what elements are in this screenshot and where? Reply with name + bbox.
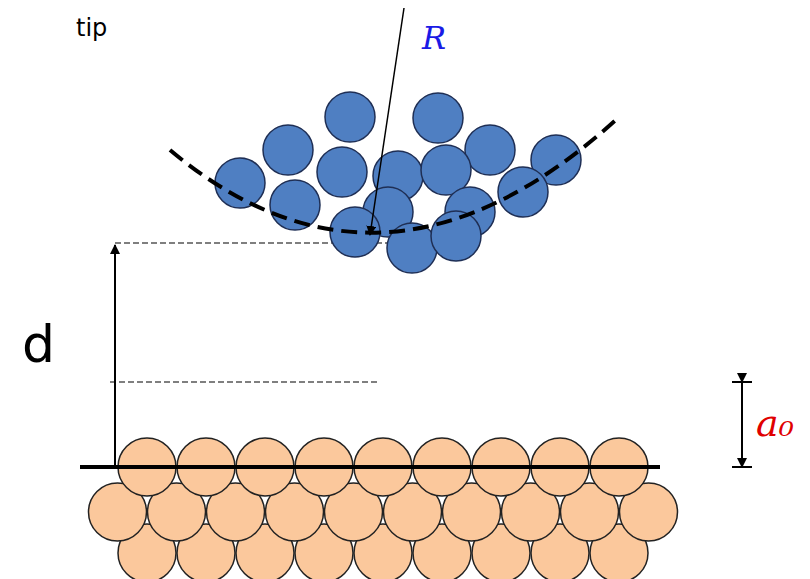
distance-arrow xyxy=(741,382,743,467)
atom xyxy=(431,211,481,261)
atom xyxy=(498,167,548,217)
lattice-label: a₀ xyxy=(756,404,794,442)
tip-curvature xyxy=(170,118,618,233)
atom xyxy=(325,92,375,142)
tick xyxy=(732,466,752,468)
radius-arrow xyxy=(370,8,404,235)
radius-label: R xyxy=(422,22,446,54)
distance-arrow xyxy=(114,245,116,467)
surface-atoms xyxy=(89,438,678,579)
atom xyxy=(465,125,515,175)
tip-atoms xyxy=(215,92,581,273)
dashed-level xyxy=(110,381,380,382)
tick xyxy=(732,381,752,383)
distance-label: d xyxy=(22,318,55,370)
tip-label: tip xyxy=(76,16,107,40)
atom xyxy=(317,147,367,197)
surface-line xyxy=(80,465,660,469)
atom xyxy=(263,125,313,175)
atom xyxy=(215,158,265,208)
atom xyxy=(413,93,463,143)
